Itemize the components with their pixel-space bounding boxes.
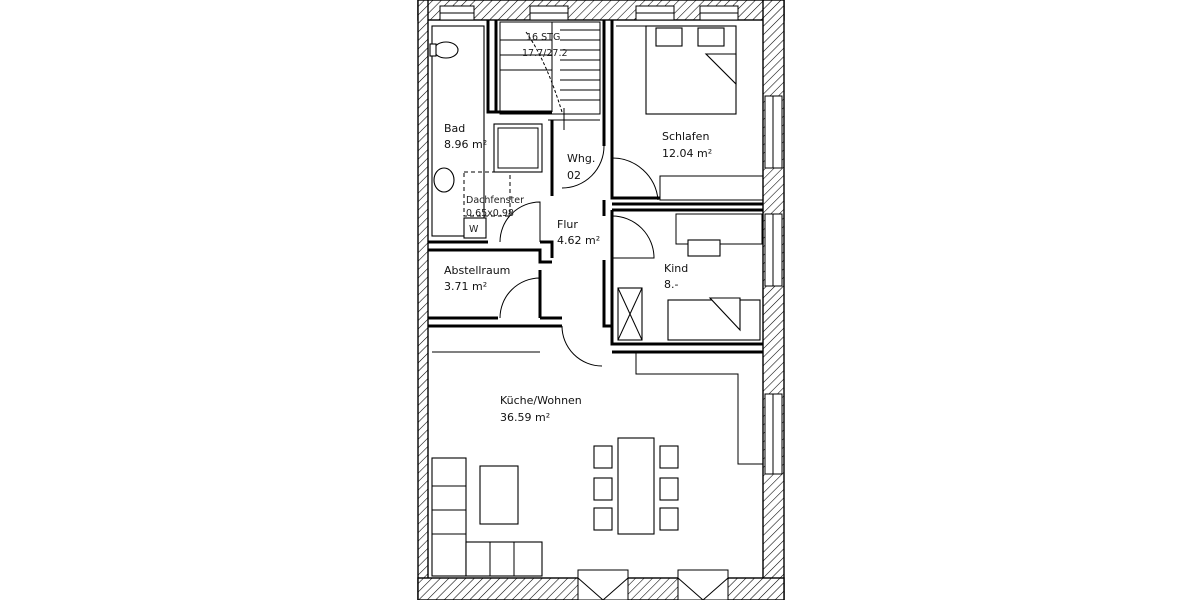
room-kind: Kind 8.‐ bbox=[664, 262, 688, 291]
room-area-abstellraum: 3.71 m² bbox=[444, 280, 487, 293]
room-name-schlafen: Schlafen bbox=[662, 130, 709, 143]
stair-label: 16 STG bbox=[526, 32, 560, 43]
washer-label: W bbox=[469, 224, 479, 235]
skylight-labels: Dachfenster 0.65x0.98 bbox=[466, 195, 524, 219]
stair-labels: 16 STG 17.7/27.2 bbox=[522, 32, 568, 59]
room-area-schlafen: 12.04 m² bbox=[662, 147, 712, 160]
room-name-kind: Kind bbox=[664, 262, 688, 275]
room-name-abstellraum: Abstellraum bbox=[444, 264, 510, 277]
room-kueche: Küche/Wohnen 36.59 m² bbox=[500, 394, 582, 424]
room-name-bad: Bad bbox=[444, 122, 465, 135]
skylight-size: 0.65x0.98 bbox=[466, 208, 514, 219]
room-area-flur: 4.62 m² bbox=[557, 234, 600, 247]
staircase bbox=[499, 21, 601, 130]
door-swings bbox=[499, 145, 659, 367]
room-area-whg: 02 bbox=[567, 169, 581, 182]
room-name-whg: Whg. bbox=[567, 152, 595, 165]
windows bbox=[439, 5, 783, 600]
room-abstellraum: Abstellraum 3.71 m² bbox=[444, 264, 510, 293]
room-name-flur: Flur bbox=[557, 218, 578, 231]
room-area-bad: 8.96 m² bbox=[444, 138, 487, 151]
room-bad: Bad 8.96 m² bbox=[444, 122, 487, 151]
kind-furniture bbox=[617, 213, 763, 341]
bedroom-furniture bbox=[616, 25, 764, 201]
interior-walls bbox=[428, 20, 763, 354]
room-area-kueche: 36.59 m² bbox=[500, 411, 550, 424]
room-schlafen: Schlafen 12.04 m² bbox=[662, 130, 712, 160]
room-whg: Whg. 02 bbox=[567, 152, 595, 182]
living-furniture bbox=[431, 351, 763, 577]
room-flur: Flur 4.62 m² bbox=[557, 218, 600, 247]
bathroom-fixtures: W bbox=[429, 25, 543, 239]
skylight-label: Dachfenster bbox=[466, 195, 524, 206]
room-name-kueche: Küche/Wohnen bbox=[500, 394, 582, 407]
room-area-kind: 8.‐ bbox=[664, 278, 678, 291]
stair-ratio: 17.7/27.2 bbox=[522, 48, 568, 59]
